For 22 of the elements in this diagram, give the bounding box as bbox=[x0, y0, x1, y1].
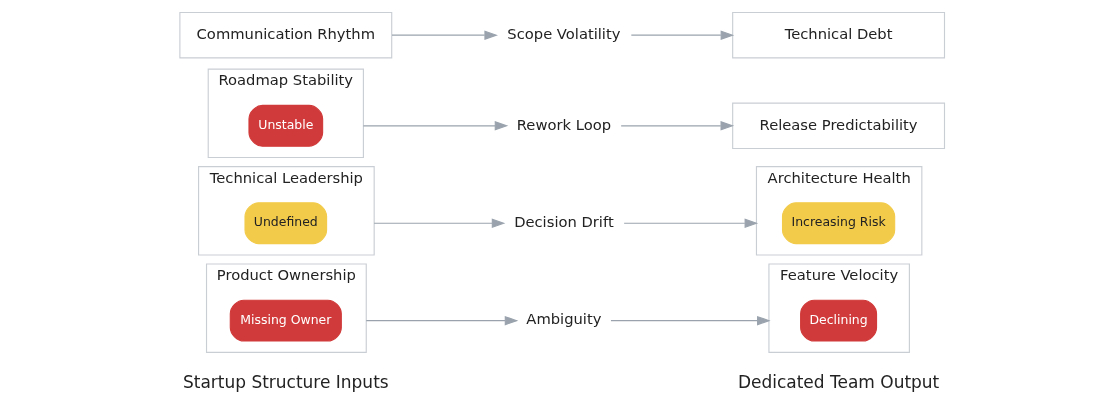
arrow bbox=[609, 315, 771, 326]
label: Startup Structure Inputs bbox=[182, 372, 389, 393]
node-box: Release Predictability bbox=[731, 102, 945, 150]
arrow bbox=[365, 315, 518, 326]
node-box: Increasing Risk bbox=[781, 202, 895, 245]
node-box: Undefined bbox=[243, 202, 327, 245]
node-text: Ambiguity bbox=[525, 310, 601, 328]
arrow bbox=[390, 30, 498, 40]
node-text: Rework Loop bbox=[516, 115, 611, 133]
node-text: Scope Volatility bbox=[506, 25, 620, 43]
node-box: Declining bbox=[799, 299, 877, 342]
arrow bbox=[623, 218, 758, 228]
node-box: Unstable bbox=[247, 104, 323, 147]
arrow bbox=[362, 121, 508, 131]
node-text: Decision Drift bbox=[513, 213, 614, 231]
arrow bbox=[630, 30, 734, 40]
arrow bbox=[620, 121, 734, 131]
arrow bbox=[373, 218, 505, 228]
node-box: Technical Debt bbox=[731, 11, 945, 59]
node-box: Communication Rhythm bbox=[178, 11, 392, 59]
label: Dedicated Team Output bbox=[737, 372, 939, 393]
node-box: Missing Owner bbox=[229, 299, 342, 342]
